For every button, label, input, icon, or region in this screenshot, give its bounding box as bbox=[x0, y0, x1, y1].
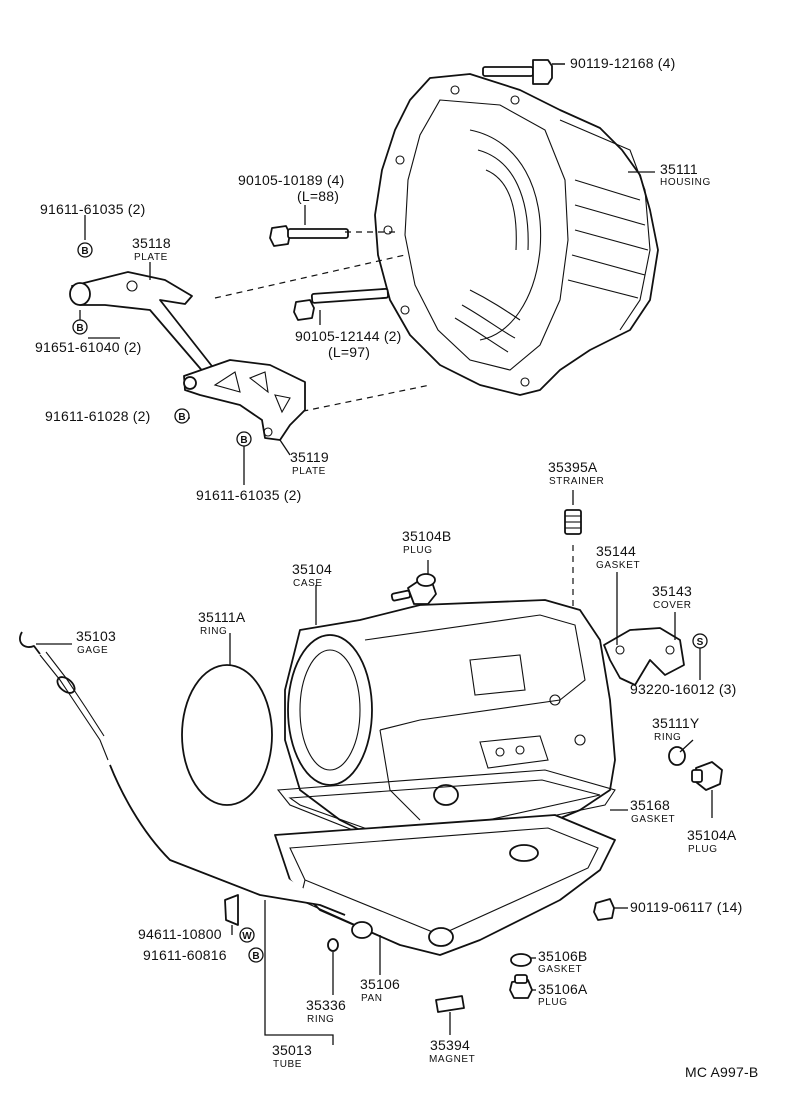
badge-b-2: B bbox=[72, 319, 88, 335]
plate-35118-drawing bbox=[69, 271, 216, 375]
footer-code: MC A997-B bbox=[685, 1064, 758, 1080]
label-case: CASE bbox=[293, 578, 323, 589]
label-91651-61040: 91651-61040 (2) bbox=[35, 339, 142, 355]
label-35168: 35168 bbox=[630, 797, 670, 813]
label-90119-12168: 90119-12168 (4) bbox=[570, 55, 675, 71]
gage-35103-drawing bbox=[19, 631, 109, 761]
label-housing: HOUSING bbox=[660, 177, 711, 188]
pan-35106-drawing bbox=[274, 814, 616, 956]
label-35106b: 35106B bbox=[538, 948, 587, 964]
label-ring-35111a: RING bbox=[200, 626, 227, 637]
badge-b-4: B bbox=[236, 431, 252, 447]
label-90105-10189-length: (L=88) bbox=[297, 188, 339, 204]
svg-text:B: B bbox=[76, 323, 83, 334]
gasket-35106b-drawing bbox=[510, 953, 532, 967]
case-35104-drawing bbox=[284, 599, 616, 846]
label-plug-35106a: PLUG bbox=[538, 997, 568, 1008]
strainer-35395a-drawing bbox=[564, 509, 582, 535]
label-plate-35118: PLATE bbox=[134, 252, 168, 263]
plug-35106a-drawing bbox=[509, 974, 533, 999]
tube-35013-drawing bbox=[109, 764, 373, 939]
svg-text:W: W bbox=[242, 931, 252, 942]
label-gasket-35106b: GASKET bbox=[538, 964, 582, 975]
badge-b-5: B bbox=[248, 947, 264, 963]
label-plug-35104a: PLUG bbox=[688, 844, 718, 855]
label-ring-35336: RING bbox=[307, 1014, 334, 1025]
label-91611-61035-bottom: 91611-61035 (2) bbox=[196, 487, 301, 503]
badge-b-1: B bbox=[77, 242, 93, 258]
label-90105-12144-length: (L=97) bbox=[328, 344, 370, 360]
label-cover: COVER bbox=[653, 600, 692, 611]
label-35395a: 35395A bbox=[548, 459, 598, 475]
label-magnet: MAGNET bbox=[429, 1054, 475, 1065]
label-35013: 35013 bbox=[272, 1042, 312, 1058]
magnet-35394-drawing bbox=[435, 995, 465, 1013]
label-gage: GAGE bbox=[77, 645, 108, 656]
label-gasket-35144: GASKET bbox=[596, 560, 640, 571]
label-35143: 35143 bbox=[652, 583, 692, 599]
label-35104b: 35104B bbox=[402, 528, 451, 544]
label-90105-12144: 90105-12144 (2) bbox=[295, 328, 402, 344]
svg-text:B: B bbox=[240, 435, 247, 446]
plug-35104b-drawing bbox=[390, 573, 437, 605]
label-35106a: 35106A bbox=[538, 981, 588, 997]
plug-35104a-drawing bbox=[691, 761, 723, 791]
badge-w: W bbox=[239, 927, 255, 943]
label-35111a: 35111A bbox=[198, 609, 246, 625]
label-35144: 35144 bbox=[596, 543, 636, 559]
label-gasket-35168: GASKET bbox=[631, 814, 675, 825]
cover-35143-drawing bbox=[603, 627, 685, 686]
label-ring-35111y: RING bbox=[654, 732, 681, 743]
label-35119: 35119 bbox=[290, 449, 329, 465]
label-35118: 35118 bbox=[132, 235, 171, 251]
label-plug-35104b: PLUG bbox=[403, 545, 433, 556]
label-strainer: STRAINER bbox=[549, 476, 604, 487]
label-35103: 35103 bbox=[76, 628, 116, 644]
badge-b-3: B bbox=[174, 408, 190, 424]
label-90119-06117: 90119-06117 (14) bbox=[630, 899, 742, 915]
bolt-90119-06117-drawing bbox=[593, 898, 615, 921]
bolt-90105-12144-drawing bbox=[293, 287, 389, 321]
svg-text:B: B bbox=[178, 412, 185, 423]
label-91611-60816: 91611-60816 bbox=[143, 947, 227, 963]
svg-text:B: B bbox=[252, 951, 259, 962]
label-94611-10800: 94611-10800 bbox=[138, 926, 222, 942]
ring-35111a-drawing bbox=[181, 664, 273, 806]
svg-text:B: B bbox=[81, 246, 88, 257]
label-pan: PAN bbox=[361, 993, 383, 1004]
label-35394: 35394 bbox=[430, 1037, 470, 1053]
label-35111: 35111 bbox=[660, 161, 698, 177]
label-91611-61028: 91611-61028 (2) bbox=[45, 408, 150, 424]
plate-35119-drawing bbox=[183, 359, 306, 441]
gasket-35168-drawing bbox=[276, 769, 616, 849]
label-35106: 35106 bbox=[360, 976, 400, 992]
bolt-90105-10189-drawing bbox=[269, 225, 349, 247]
housing-drawing bbox=[374, 73, 659, 396]
label-plate-35119: PLATE bbox=[292, 466, 326, 477]
label-35104a: 35104A bbox=[687, 827, 737, 843]
badge-s: S bbox=[692, 633, 708, 649]
ring-35336-drawing bbox=[327, 938, 339, 952]
label-tube: TUBE bbox=[273, 1059, 302, 1070]
label-91611-61035-top: 91611-61035 (2) bbox=[40, 201, 145, 217]
svg-text:S: S bbox=[697, 637, 704, 648]
label-35336: 35336 bbox=[306, 997, 346, 1013]
label-90105-10189: 90105-10189 (4) bbox=[238, 172, 345, 188]
label-35111y: 35111Y bbox=[652, 715, 700, 731]
label-93220-16012: 93220-16012 (3) bbox=[630, 681, 737, 697]
label-35104: 35104 bbox=[292, 561, 332, 577]
